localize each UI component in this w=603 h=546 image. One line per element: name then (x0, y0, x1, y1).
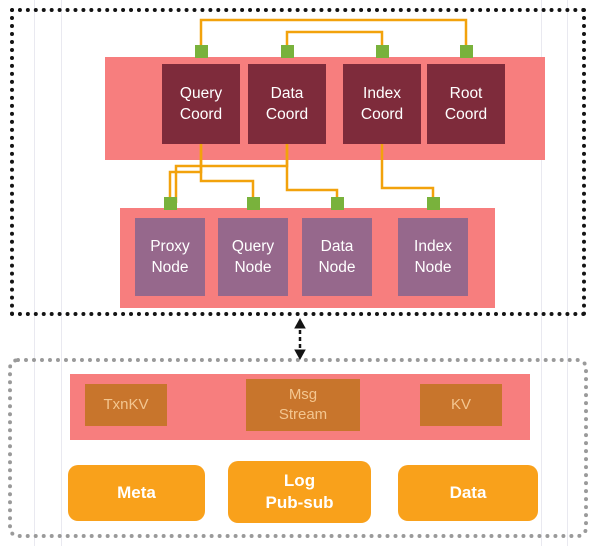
green-port-icon (247, 197, 260, 210)
green-port-icon (460, 45, 473, 58)
data-node-label: Data Node (318, 237, 356, 276)
guide-line (61, 0, 62, 546)
log-pubsub-storage-label: Log Pub-sub (265, 470, 334, 512)
msg-stream-box: Msg Stream (246, 379, 360, 431)
query-node-box: Query Node (218, 218, 288, 296)
kv-label: KV (450, 395, 471, 413)
green-port-icon (164, 197, 177, 210)
index-node-label: Index Node (414, 237, 452, 276)
data-coord-box: Data Coord (248, 64, 326, 144)
msg-stream-label: Msg Stream (278, 385, 328, 423)
index-coord-label: Index Coord (360, 84, 404, 123)
proxy-node-box: Proxy Node (135, 218, 205, 296)
log-pubsub-storage-box: Log Pub-sub (228, 461, 371, 523)
query-node-label: Query Node (231, 237, 275, 276)
data-node-box: Data Node (302, 218, 372, 296)
green-port-icon (427, 197, 440, 210)
root-coord-box: Root Coord (427, 64, 505, 144)
guide-line (541, 0, 542, 546)
index-node-box: Index Node (398, 218, 468, 296)
green-port-icon (331, 197, 344, 210)
data-coord-label: Data Coord (265, 84, 309, 123)
guide-line (34, 0, 35, 546)
guide-line (567, 0, 568, 546)
kv-box: KV (420, 384, 502, 426)
proxy-node-label: Proxy Node (150, 237, 190, 276)
green-port-icon (376, 45, 389, 58)
txnkv-box: TxnKV (85, 384, 167, 426)
green-port-icon (195, 45, 208, 58)
meta-storage-label: Meta (117, 482, 156, 502)
meta-storage-box: Meta (68, 465, 205, 521)
data-storage-label: Data (449, 482, 487, 502)
txnkv-label: TxnKV (103, 395, 149, 413)
data-storage-box: Data (398, 465, 538, 521)
index-coord-box: Index Coord (343, 64, 421, 144)
root-coord-label: Root Coord (444, 84, 488, 123)
query-coord-label: Query Coord (179, 84, 223, 123)
green-port-icon (281, 45, 294, 58)
query-coord-box: Query Coord (162, 64, 240, 144)
